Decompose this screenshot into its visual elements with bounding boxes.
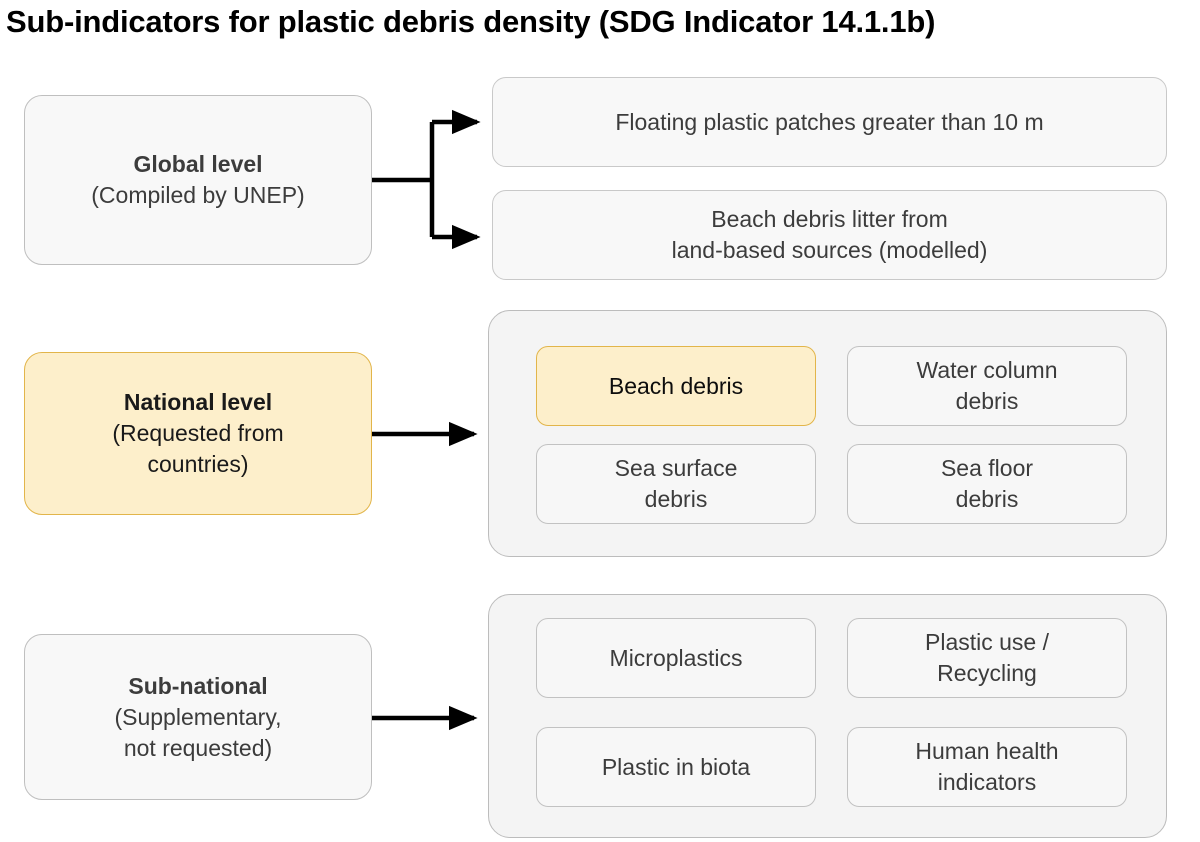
- subnational-item-human-health-indicators-line2: indicators: [937, 769, 1037, 795]
- level-card-national-title: National level: [123, 389, 273, 415]
- national-item-water-column-debris-line1: Water column: [916, 357, 1058, 383]
- level-card-national-subtitle-line1: (Requested from: [112, 420, 284, 446]
- global-indicator-box-1[interactable]: Floating plastic patches greater than 10…: [492, 77, 1167, 167]
- global-indicator-box-2-line2: land-based sources (modelled): [671, 237, 988, 263]
- national-item-water-column-debris-line2: debris: [955, 388, 1019, 414]
- subnational-item-plastic-use-recycling-line1: Plastic use /: [925, 629, 1049, 655]
- subnational-item-plastic-use-recycling[interactable]: Plastic use / Recycling: [847, 618, 1127, 698]
- subnational-item-plastic-in-biota-line1: Plastic in biota: [601, 753, 751, 780]
- national-item-sea-floor-debris[interactable]: Sea floor debris: [847, 444, 1127, 524]
- level-card-subnational-subtitle-line2: not requested): [123, 734, 273, 761]
- subnational-item-human-health-indicators[interactable]: Human health indicators: [847, 727, 1127, 807]
- national-item-sea-surface-debris[interactable]: Sea surface debris: [536, 444, 816, 524]
- national-item-beach-debris[interactable]: Beach debris: [536, 346, 816, 426]
- national-item-sea-surface-debris-line2: debris: [644, 486, 708, 512]
- national-item-sea-floor-debris-line1: Sea floor: [940, 455, 1034, 481]
- level-card-global-title: Global level: [133, 151, 263, 177]
- global-indicator-box-1-line1: Floating plastic patches greater than 10…: [615, 108, 1044, 135]
- subnational-item-microplastics[interactable]: Microplastics: [536, 618, 816, 698]
- subnational-item-human-health-indicators-line1: Human health: [915, 738, 1059, 764]
- level-card-national-subtitle-line2: countries): [147, 451, 249, 477]
- national-item-sea-surface-debris-line1: Sea surface: [614, 455, 738, 481]
- level-card-global-subtitle: (Compiled by UNEP): [91, 182, 305, 208]
- level-card-subnational[interactable]: Sub-national (Supplementary, not request…: [24, 634, 372, 800]
- national-item-water-column-debris[interactable]: Water column debris: [847, 346, 1127, 426]
- page-title: Sub-indicators for plastic debris densit…: [6, 4, 936, 39]
- level-card-subnational-subtitle-line1: (Supplementary,: [114, 703, 282, 730]
- connector-global: [372, 109, 481, 250]
- global-indicator-box-2-line1: Beach debris litter from: [711, 206, 948, 232]
- subnational-item-plastic-use-recycling-line2: Recycling: [937, 660, 1037, 686]
- level-card-national[interactable]: National level (Requested from countries…: [24, 352, 372, 515]
- subnational-item-plastic-in-biota[interactable]: Plastic in biota: [536, 727, 816, 807]
- subnational-item-microplastics-line1: Microplastics: [609, 644, 743, 671]
- national-item-beach-debris-line1: Beach debris: [608, 372, 744, 399]
- subnational-sub-indicator-group: Microplastics Plastic use / Recycling Pl…: [488, 594, 1167, 838]
- level-card-subnational-title: Sub-national: [128, 672, 268, 699]
- global-indicator-box-2[interactable]: Beach debris litter from land-based sour…: [492, 190, 1167, 280]
- national-sub-indicator-group: Beach debris Water column debris Sea sur…: [488, 310, 1167, 557]
- national-item-sea-floor-debris-line2: debris: [955, 486, 1019, 512]
- level-card-global[interactable]: Global level (Compiled by UNEP): [24, 95, 372, 265]
